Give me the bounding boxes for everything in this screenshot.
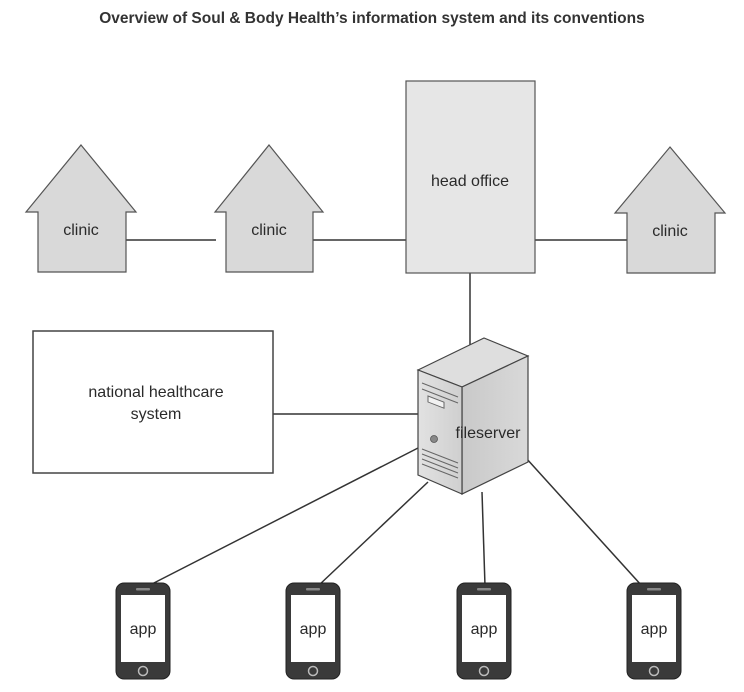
- app-node-4: app: [626, 582, 682, 680]
- link-fileserver-app1: [147, 447, 419, 587]
- app-node-1: app: [115, 582, 171, 680]
- fileserver-label: fileserver: [456, 425, 522, 442]
- app-label: app: [471, 621, 498, 638]
- national-healthcare-node: national healthcare system: [32, 330, 274, 474]
- app-node-2: app: [285, 582, 341, 680]
- diagram-title: Overview of Soul & Body Health’s informa…: [99, 10, 645, 27]
- clinic-node-2: clinic: [213, 144, 325, 273]
- server-tower-icon: [416, 337, 530, 495]
- app-label: app: [641, 621, 668, 638]
- national-healthcare-box: [32, 330, 274, 474]
- link-fileserver-app3: [481, 491, 486, 587]
- national-healthcare-label-line2: system: [131, 406, 182, 423]
- head-office-label: head office: [431, 173, 509, 190]
- clinic-label: clinic: [251, 222, 287, 239]
- app-label: app: [300, 621, 327, 638]
- clinic-house-icon: [213, 144, 325, 273]
- clinic-label: clinic: [652, 223, 688, 240]
- clinic-label: clinic: [63, 222, 99, 239]
- fileserver-node: fileserver: [416, 337, 530, 495]
- clinic-node-1: clinic: [24, 144, 138, 273]
- smartphone-icon: [285, 582, 341, 680]
- clinic-house-icon: [24, 144, 138, 273]
- link-fileserver-app4: [525, 457, 643, 587]
- link-fileserver-app2: [317, 481, 429, 587]
- head-office-box: [405, 80, 536, 274]
- smartphone-icon: [626, 582, 682, 680]
- clinic-node-3: clinic: [613, 146, 727, 274]
- connectors: [126, 239, 643, 587]
- clinic-house-icon: [613, 146, 727, 274]
- national-healthcare-label-line1: national healthcare: [88, 384, 223, 401]
- smartphone-icon: [115, 582, 171, 680]
- head-office-node: head office: [405, 80, 536, 274]
- app-label: app: [130, 621, 157, 638]
- smartphone-icon: [456, 582, 512, 680]
- app-node-3: app: [456, 582, 512, 680]
